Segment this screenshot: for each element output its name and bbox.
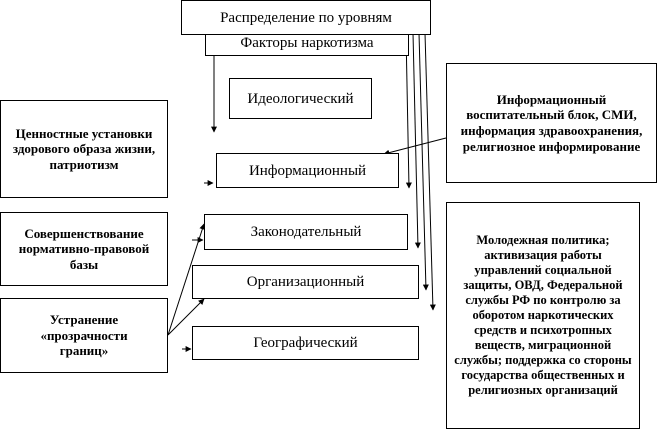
left-borders-box: Устранение «прозрачности границ» [0,298,168,373]
left-borders-text: Устранение «прозрачности границ» [40,312,128,359]
left-values-text: Ценностные установки здорового образа жи… [12,125,156,172]
right-org-block-text: Молодежная политика; активизация работы … [454,233,632,397]
level-ideological-label: Идеологический [247,90,354,107]
arrow-title-to-organizational [418,32,429,291]
level-geographic: Географический [192,326,419,360]
left-normative-text: Совершенствование нормативно-правовой ба… [18,225,150,272]
left-values-box: Ценностные установки здорового образа жи… [0,100,168,198]
subtitle-text: Факторы наркотизма [240,35,374,51]
arrow-title-to-legislative [412,32,421,249]
arrow-info-block-to-informational [383,137,447,156]
level-legislative: Законодательный [204,214,408,250]
right-info-block: Информационный воспитательный блок, СМИ,… [446,63,657,183]
arrow-title-to-informational [405,32,412,189]
level-legislative-label: Законодательный [250,224,362,240]
level-organizational: Организационный [192,265,419,299]
level-informational-label: Информационный [248,162,367,179]
title-box: Распределение по уровням [181,0,431,35]
level-informational: Информационный [216,153,399,188]
title-text: Распределение по уровням [220,9,392,26]
right-info-block-text: Информационный воспитательный блок, СМИ,… [460,91,643,154]
left-normative-box: Совершенствование нормативно-правовой ба… [0,212,168,286]
level-ideological: Идеологический [229,78,372,119]
arrow-borders-to-legislative [167,223,206,336]
arrow-title-to-org-block [424,32,436,311]
level-geographic-label: Географический [253,335,358,351]
level-organizational-label: Организационный [246,274,365,290]
arrow-borders-to-organizational [167,298,205,336]
right-org-block: Молодежная политика; активизация работы … [446,202,640,429]
